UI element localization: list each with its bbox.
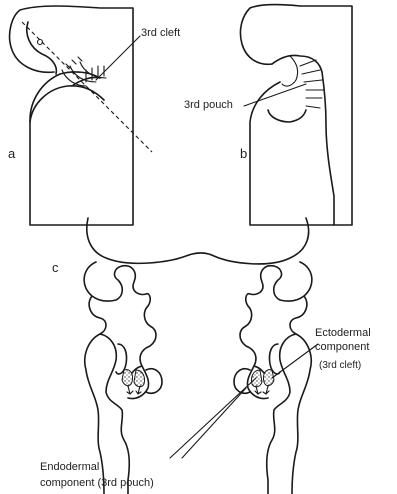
panel-c-endo-label-1: Endodermal	[40, 461, 99, 473]
panel-c-right-lower	[267, 334, 296, 494]
panel-c: c Ectodermal component (3rd cleft) Endod…	[40, 218, 371, 494]
panel-b: 3rd pouch b	[184, 5, 352, 225]
panel-c-ecto-label-3: (3rd cleft)	[319, 360, 361, 371]
panel-b-letter: b	[240, 146, 247, 161]
panel-c-left-ecto-stipple	[122, 370, 133, 386]
panel-b-gut	[268, 110, 306, 122]
panel-c-left-lower	[100, 334, 129, 494]
panel-c-right-contour	[274, 262, 312, 494]
panel-a-cleft-label: 3rd cleft	[141, 27, 180, 39]
panel-b-pharynx	[272, 55, 334, 225]
panel-c-endo-leader-2	[182, 388, 246, 458]
panel-a-face	[27, 22, 57, 74]
panel-b-leader	[244, 84, 306, 106]
panel-c-endo-leader-1	[170, 378, 256, 458]
panel-b-embryo-outline	[240, 5, 352, 225]
panel-c-letter: c	[52, 260, 59, 275]
panel-c-left-endo-stipple	[134, 370, 145, 387]
panel-c-right-endo-stipple	[251, 370, 262, 387]
panel-c-ecto-label-1: Ectodermal	[315, 327, 371, 339]
panel-c-ecto-label-2: component	[315, 341, 369, 353]
panel-c-left-contour	[84, 262, 122, 494]
panel-a-heart-bulge	[30, 86, 104, 122]
panel-a: 3rd cleft a	[8, 6, 180, 225]
panel-c-endo-label-2: component (3rd pouch)	[40, 477, 154, 489]
panel-a-letter: a	[8, 146, 16, 161]
panel-b-pouch-label: 3rd pouch	[184, 99, 233, 111]
